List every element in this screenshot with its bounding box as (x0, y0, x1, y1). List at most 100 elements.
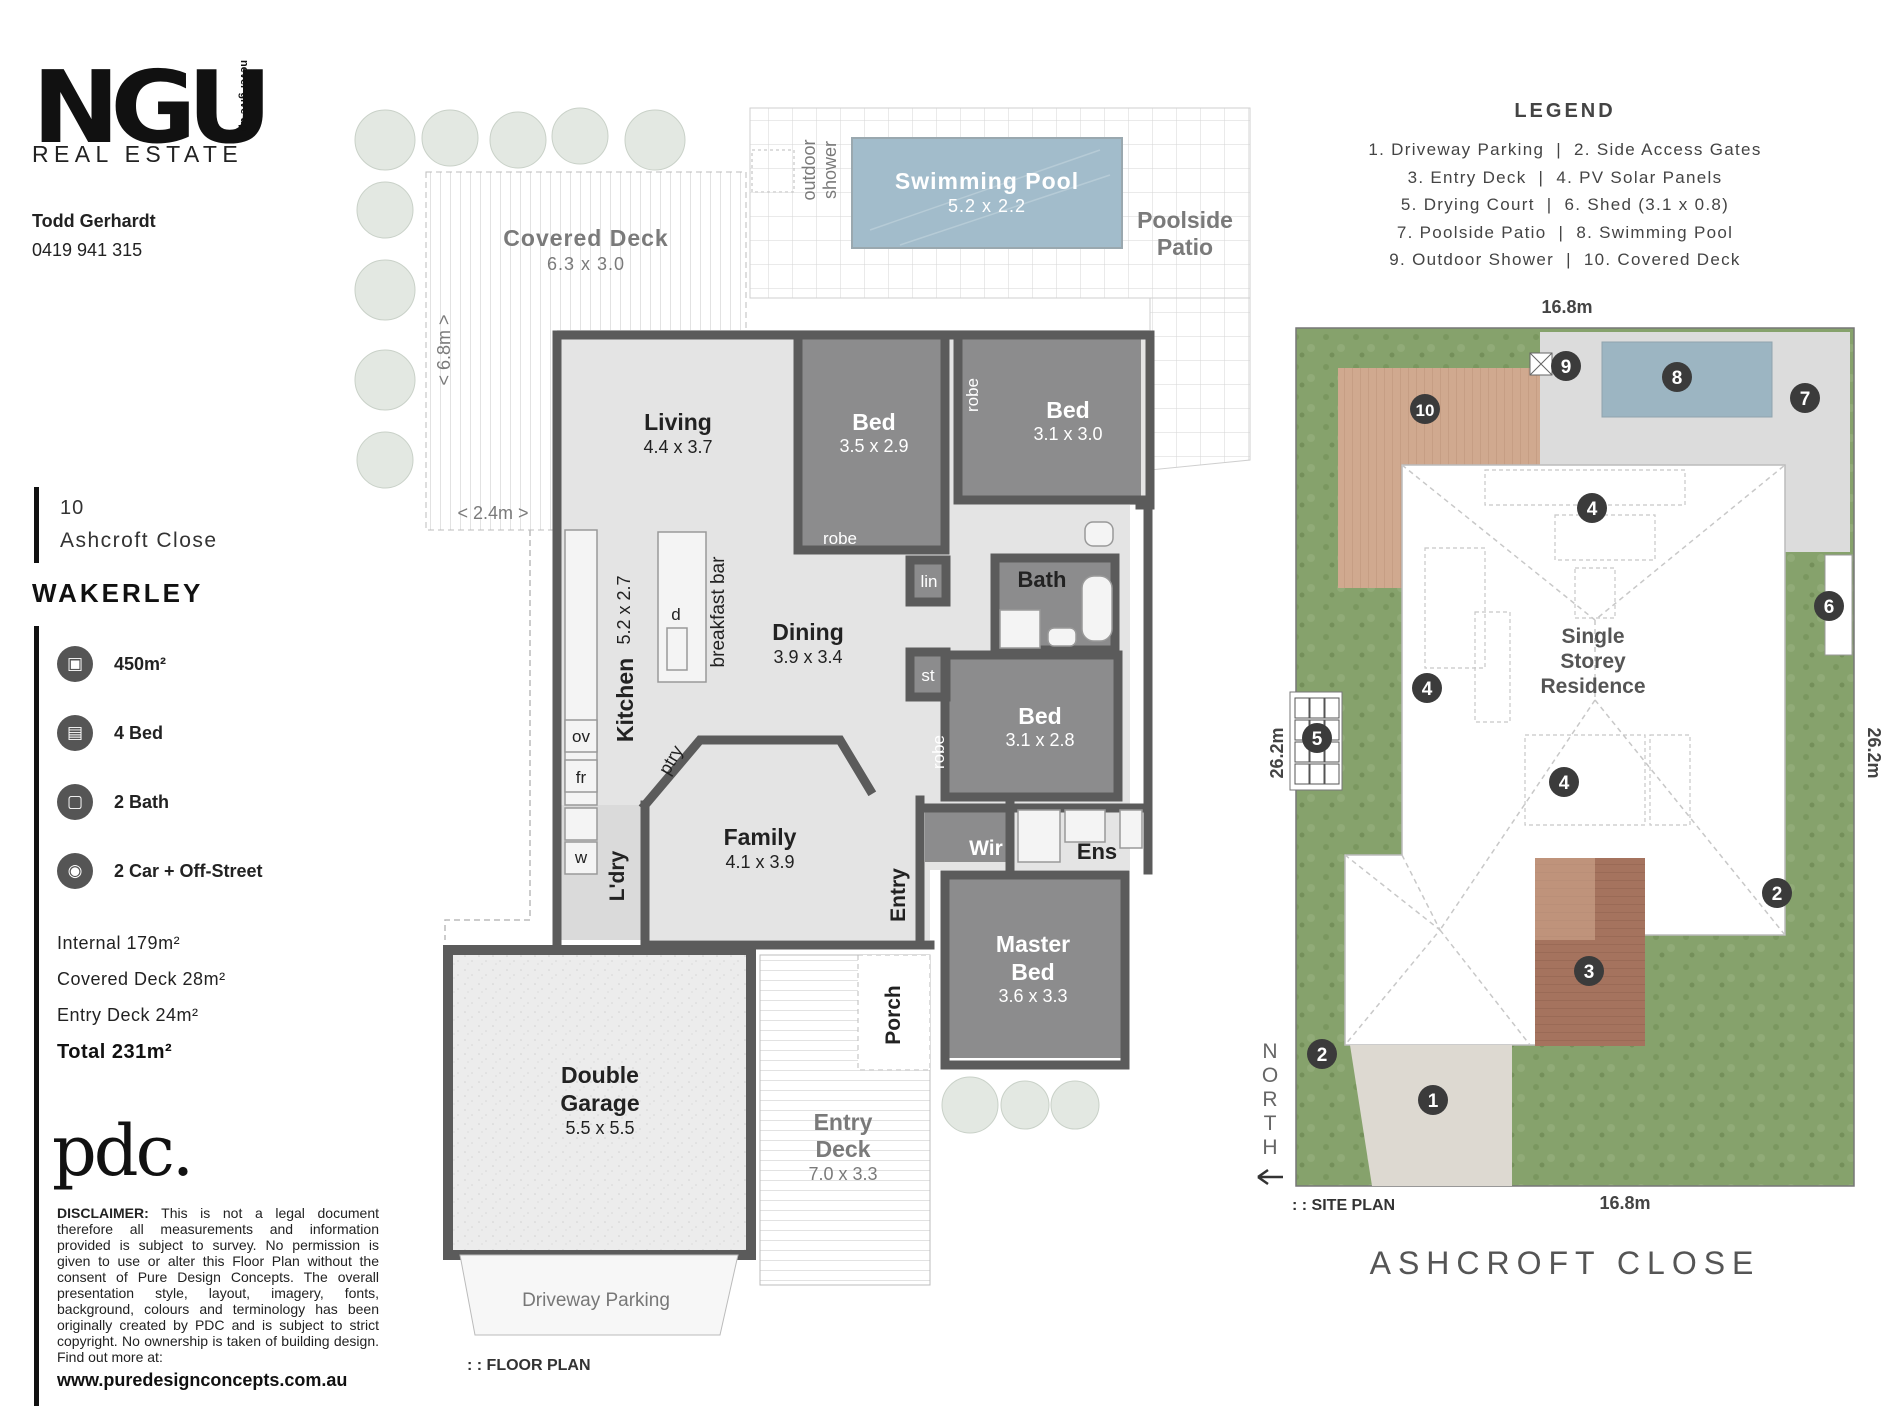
master-bed-label-1: Master (996, 931, 1070, 957)
outdoor-shower-label-2: shower (820, 141, 840, 199)
w-label: w (574, 848, 588, 867)
garage-label-2: Garage (560, 1090, 639, 1116)
site-plan (1289, 327, 1855, 1187)
bed-3-room (958, 338, 1141, 498)
garage-label-1: Double (561, 1062, 639, 1088)
marker-9: 9 (1551, 351, 1581, 381)
area-total: Total 231m² (57, 1041, 173, 1063)
site-plan-caption: : : SITE PLAN (1292, 1197, 1395, 1214)
bath-icon: ▢ (57, 784, 93, 820)
lin-room (910, 560, 946, 602)
floor-plan-caption: : : FLOOR PLAN (467, 1357, 591, 1374)
living-label: Living (644, 409, 712, 435)
pool-size: 5.2 x 2.2 (948, 196, 1026, 216)
svg-text:N: N (1262, 1040, 1277, 1063)
lin-label: lin (920, 572, 937, 591)
feature-label: 450m² (114, 654, 167, 674)
entry-deck-size: 7.0 x 3.3 (808, 1164, 877, 1184)
driveway-label: Driveway Parking (522, 1290, 670, 1311)
residence-label-3: Residence (1540, 675, 1645, 698)
svg-text:4: 4 (1559, 773, 1570, 794)
breakfast-bar-label: breakfast bar (708, 556, 729, 668)
swimming-pool (851, 137, 1123, 249)
bed-3-size: 3.1 x 3.0 (1033, 424, 1102, 444)
agent-phone[interactable]: 0419 941 315 (32, 240, 143, 260)
landscape-trees (354, 107, 1100, 1134)
deck-width-dim: < 2.4m > (457, 503, 528, 523)
covered-deck-label: Covered Deck (503, 225, 668, 251)
legend-line: 5. Drying Court | 6. Shed (3.1 x 0.8) (1400, 195, 1730, 214)
master-bed-room (945, 875, 1125, 1058)
site-labels: Single Storey Residence (1540, 625, 1645, 698)
dining-label: Dining (772, 619, 844, 645)
svg-text:2: 2 (1317, 1045, 1328, 1066)
disclaimer: DISCLAIMER: This is not a legal document… (57, 1205, 379, 1365)
interior-labels: Living 4.4 x 3.7 Dining 3.9 x 3.4 Family… (572, 409, 1117, 1045)
agency-tagline: never give up (238, 60, 250, 131)
dark-room-labels: Bed 3.5 x 2.9 Bed 3.1 x 3.0 Bed 3.1 x 2.… (823, 378, 1103, 1006)
kitchen-size: 5.2 x 2.7 (614, 575, 634, 644)
svg-text:4: 4 (1587, 499, 1598, 520)
bed-2-size: 3.5 x 2.9 (839, 436, 908, 456)
kitchen-fittings (564, 521, 1143, 875)
bed-4-label: Bed (1018, 703, 1061, 729)
legend-line: 7. Poolside Patio | 8. Swimming Pool (1396, 222, 1734, 242)
svg-text:T: T (1264, 1112, 1277, 1135)
car-icon: ◉ (57, 853, 93, 889)
st-room (910, 652, 946, 697)
site-dimensions: 16.8m 16.8m 26.2m 26.2m (1267, 297, 1884, 1213)
entry-deck-labels: Entry Deck 7.0 x 3.3 Driveway Parking (522, 1109, 877, 1311)
north-indicator: N O R T H (1257, 1040, 1283, 1186)
driveway (459, 1254, 739, 1336)
bed-icon: ▤ (57, 715, 93, 751)
ov-label: ov (572, 727, 590, 746)
designer-logo: pdc. (52, 1110, 194, 1192)
legend-title: LEGEND (1514, 100, 1616, 122)
address-suburb: WAKERLEY (32, 578, 204, 608)
marker-2-right: 2 (1762, 878, 1792, 908)
st-label: st (921, 666, 935, 685)
svg-text:3: 3 (1584, 962, 1595, 983)
legend-line: 1. Driveway Parking | 2. Side Access Gat… (1368, 140, 1762, 159)
agency-logo: NGU (32, 49, 272, 166)
legend-line: 9. Outdoor Shower | 10. Covered Deck (1389, 250, 1741, 269)
entry-deck-label-2: Deck (816, 1136, 871, 1162)
legend-list: 1. Driveway Parking | 2. Side Access Gat… (1310, 136, 1820, 274)
robe-label-bed3: robe (963, 378, 982, 412)
north-arrow-icon (1257, 1168, 1283, 1186)
feature-bed: ▤ 4 Bed (57, 715, 337, 751)
land-area-icon: ▣ (57, 646, 93, 682)
pool-label: Swimming Pool (895, 168, 1079, 194)
svg-text:1: 1 (1428, 1091, 1439, 1112)
svg-text:H: H (1262, 1136, 1277, 1159)
porch (857, 954, 931, 1071)
site-depth-left: 26.2m (1267, 727, 1287, 778)
feature-label: 2 Bath (114, 792, 170, 812)
site-width-bottom: 16.8m (1599, 1193, 1650, 1213)
bed-2-label: Bed (852, 409, 895, 435)
site-depth-right: 26.2m (1864, 727, 1884, 778)
deck-depth-dim: < 6.8m > (434, 314, 454, 385)
bed-2-room (798, 338, 946, 550)
disclaimer-label: DISCLAIMER: (57, 1205, 149, 1221)
marker-4-mid: 4 (1549, 767, 1579, 797)
garage-size: 5.5 x 5.5 (565, 1118, 634, 1138)
ens-label: Ens (1077, 839, 1117, 864)
wir-label: Wir (969, 837, 1003, 860)
covered-deck-size: 6.3 x 3.0 (547, 254, 625, 274)
poolside-patio-extension (1149, 297, 1251, 471)
svg-text:O: O (1262, 1064, 1278, 1087)
address-divider (34, 487, 39, 563)
svg-text:10: 10 (1416, 401, 1435, 420)
svg-text:5: 5 (1312, 729, 1323, 750)
entry-label: Entry (887, 868, 910, 922)
poolside-patio-label-2: Patio (1157, 234, 1213, 260)
address-number: 10 (60, 497, 85, 519)
robe-label-bed2: robe (823, 529, 857, 548)
wir-room (925, 810, 1007, 862)
marker-3: 3 (1574, 956, 1604, 986)
designer-website-link[interactable]: www.puredesignconcepts.com.au (57, 1370, 348, 1390)
room-labels: Covered Deck 6.3 x 3.0 Swimming Pool 5.2… (434, 139, 1233, 523)
bath-label: Bath (1018, 567, 1067, 592)
marker-10: 10 (1410, 394, 1440, 424)
